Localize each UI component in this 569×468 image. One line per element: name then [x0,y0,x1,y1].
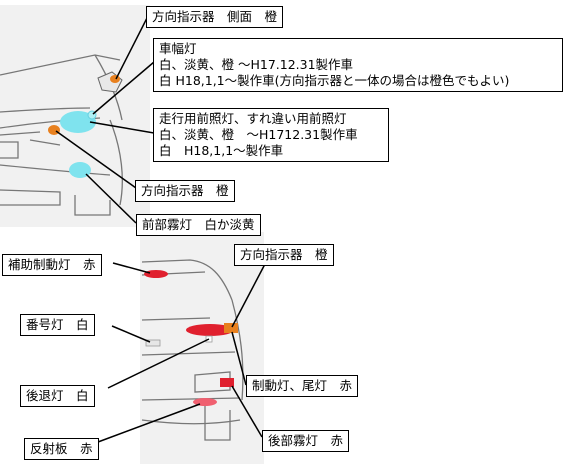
leader-line-reflector [97,403,201,443]
side-lamp-line2: 白 H18,1,1～製作車(方向指示器と一体の場合は橙色でもよい) [159,73,510,88]
front-fog-lamp [69,162,91,178]
label-front-turn-signal: 方向指示器 橙 [135,180,235,202]
label-front-side-turn-signal: 方向指示器 側面 橙 [146,6,284,28]
rear-high-stop-lamp [144,270,168,278]
label-side-lamp: 車幅灯 白、淡黄、橙 ～H17.12.31製作車 白 H18,1,1～製作車(方… [153,38,563,92]
label-reflector: 反射板 赤 [24,438,99,460]
front-side-turn-signal-lamp [110,75,120,83]
label-high-stop-lamp: 補助制動灯 赤 [2,254,102,276]
rear-license-lamp [145,339,161,347]
leader-line-stop-tail [231,331,247,386]
label-stop-tail-lamp: 制動灯、尾灯 赤 [246,375,359,397]
front-turn-signal-lamp [48,125,60,135]
label-front-fog-lamp: 前部霧灯 白か淡黄 [136,214,261,236]
leader-line-side-turn [115,17,148,80]
label-rear-fog-lamp: 後部霧灯 赤 [262,430,350,452]
label-headlamp: 走行用前照灯、すれ違い用前照灯 白、淡黄、橙 ～H1712.31製作車 白 H1… [153,108,389,162]
leader-line-side-lamp [92,61,155,115]
leader-line-front-turn [55,130,137,189]
leader-line-reverse [107,338,210,389]
headlamp-line1: 白、淡黄、橙 ～H1712.31製作車 [159,127,358,142]
headlamp-title: 走行用前照灯、すれ違い用前照灯 [159,111,347,126]
leader-line-rear-fog [231,385,263,438]
leader-line-license [111,325,151,343]
front-headlamp-lamp [60,111,96,133]
rear-turn-signal-lamp [224,323,238,333]
leader-line-rear-turn [231,263,266,328]
label-rear-turn-signal: 方向指示器 橙 [234,244,334,266]
rear-stop-tail-lamp [186,324,234,336]
label-reverse-lamp: 後退灯 白 [20,385,95,407]
side-lamp-title: 車幅灯 [159,41,197,56]
rear-fog-lamp [220,378,234,387]
side-lamp-line1: 白、淡黄、橙 ～H17.12.31製作車 [159,57,354,72]
headlamp-line2: 白 H18,1,1～製作車 [159,143,284,158]
rear-car-background [140,232,264,464]
leader-line-high-stop [112,262,151,274]
label-license-lamp: 番号灯 白 [20,314,95,336]
leader-line-headlamp [89,121,155,134]
leader-lines [55,17,266,443]
leader-line-fog [85,173,137,224]
